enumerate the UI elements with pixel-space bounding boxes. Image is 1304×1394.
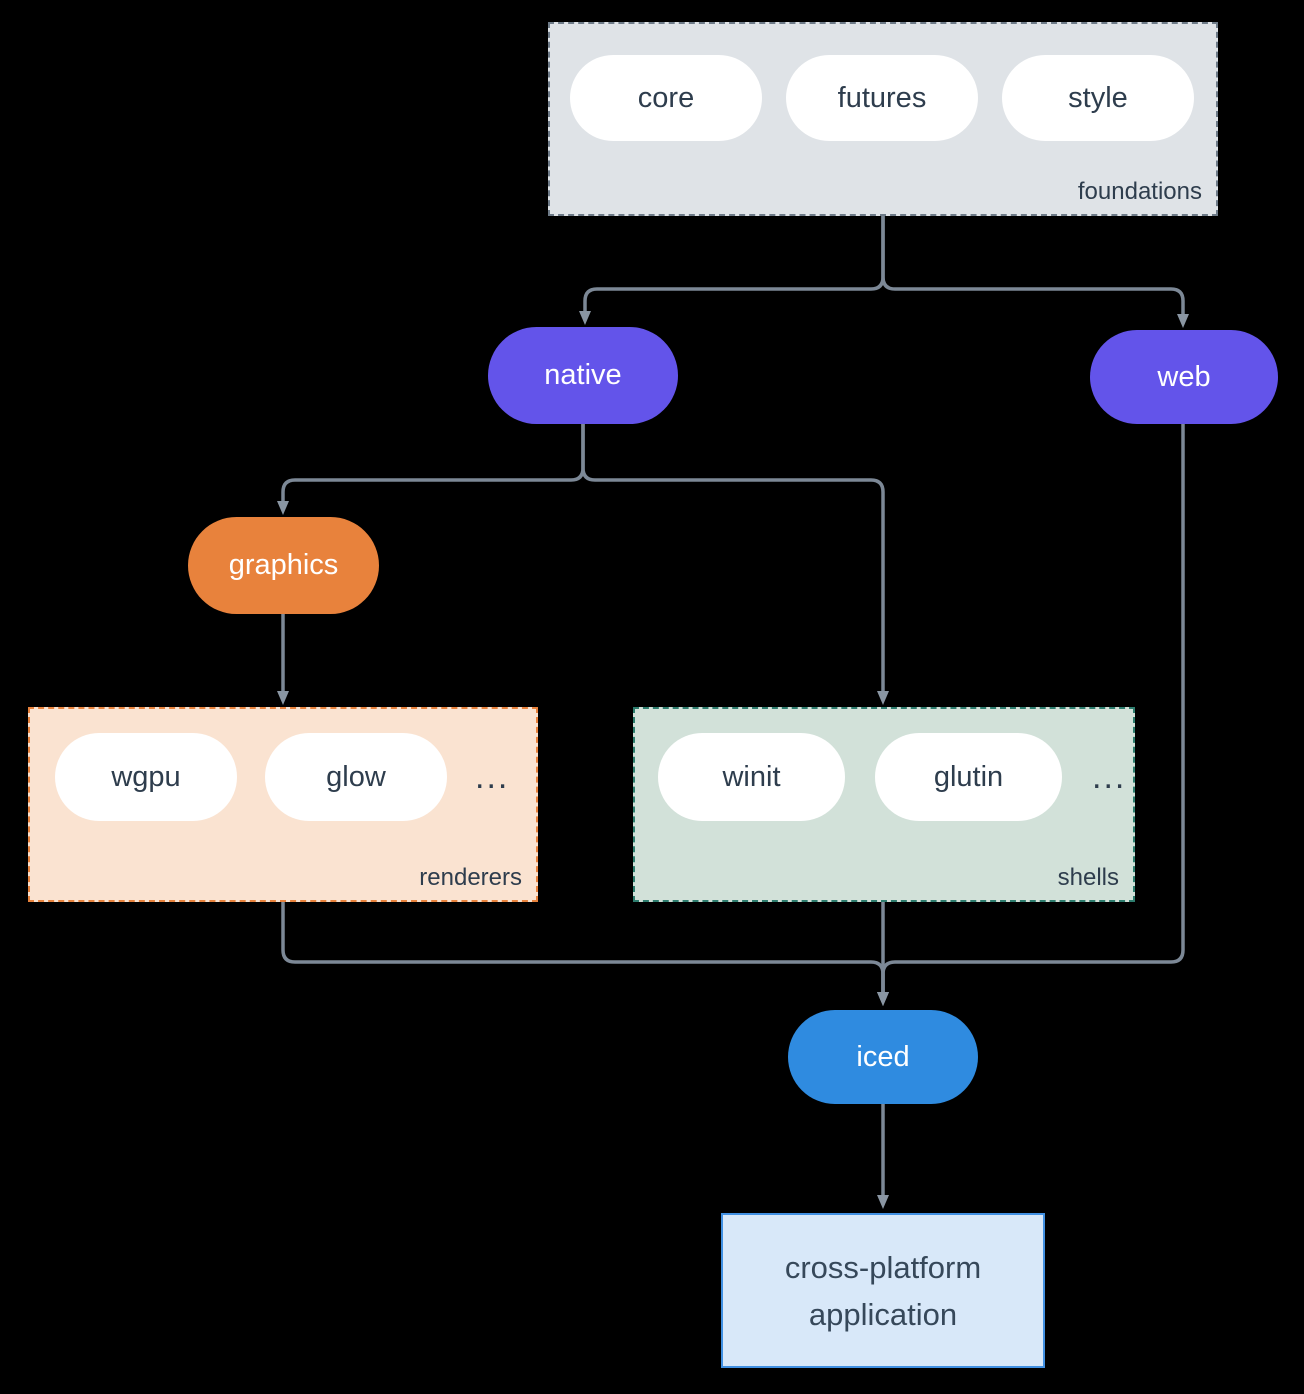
renderers-group: wgpu glow ... renderers bbox=[28, 707, 538, 902]
edge-foundations-native bbox=[579, 216, 885, 325]
node-glutin: glutin bbox=[875, 733, 1062, 821]
node-native: native bbox=[488, 327, 678, 424]
edge-web-iced bbox=[877, 424, 1185, 1006]
node-cross-platform-application: cross-platform application bbox=[721, 1213, 1045, 1368]
node-futures: futures bbox=[786, 55, 978, 141]
edge-native-shells bbox=[581, 424, 889, 705]
foundations-label: foundations bbox=[1077, 178, 1202, 205]
foundations-group: core futures style foundations bbox=[548, 22, 1218, 216]
shells-pill-row: winit glutin ... bbox=[635, 709, 1133, 821]
foundations-pill-row: core futures style bbox=[550, 24, 1216, 141]
node-wgpu: wgpu bbox=[55, 733, 237, 821]
shells-label: shells bbox=[1057, 864, 1119, 891]
node-core: core bbox=[570, 55, 762, 141]
renderers-pill-row: wgpu glow ... bbox=[30, 709, 536, 821]
node-graphics: graphics bbox=[188, 517, 379, 614]
edge-renderers-iced bbox=[281, 902, 889, 1006]
shells-ellipsis: ... bbox=[1092, 758, 1127, 796]
node-winit: winit bbox=[658, 733, 845, 821]
shells-group: winit glutin ... shells bbox=[633, 707, 1135, 902]
edge-foundations-web bbox=[881, 216, 1189, 328]
renderers-label: renderers bbox=[419, 864, 522, 891]
node-glow: glow bbox=[265, 733, 447, 821]
node-web: web bbox=[1090, 330, 1278, 424]
node-style: style bbox=[1002, 55, 1194, 141]
node-iced: iced bbox=[788, 1010, 978, 1104]
edge-native-graphics bbox=[277, 424, 585, 515]
renderers-ellipsis: ... bbox=[475, 758, 510, 796]
